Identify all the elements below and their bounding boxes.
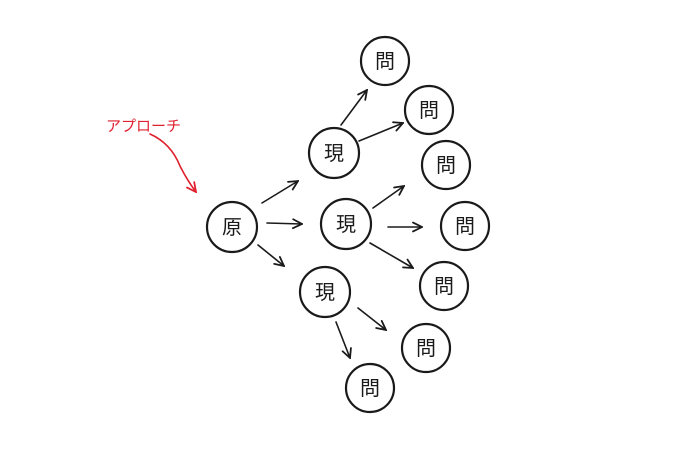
edge-current-bottom-problem-6 bbox=[357, 307, 386, 330]
node-problem-1: 問 bbox=[359, 35, 411, 87]
node-problem-5-label: 問 bbox=[434, 274, 454, 298]
node-current-mid: 現 bbox=[319, 197, 373, 251]
edge-origin-current-top bbox=[261, 181, 298, 204]
node-problem-4: 問 bbox=[439, 200, 491, 252]
edge-origin-current-mid bbox=[266, 223, 302, 224]
node-current-mid-label: 現 bbox=[336, 212, 356, 236]
edge-current-mid-problem-3 bbox=[372, 186, 404, 209]
node-problem-7: 問 bbox=[344, 362, 396, 414]
node-problem-5: 問 bbox=[418, 260, 470, 312]
node-problem-7-label: 問 bbox=[360, 376, 380, 400]
edge-origin-current-bottom bbox=[257, 244, 284, 266]
node-current-top-label: 現 bbox=[324, 141, 344, 165]
edges-current-bottom bbox=[335, 307, 386, 358]
edges-origin bbox=[257, 181, 302, 266]
node-problem-2: 問 bbox=[403, 84, 455, 136]
node-problem-1-label: 問 bbox=[375, 49, 395, 73]
approach-label: アプローチ bbox=[106, 117, 181, 135]
edge-current-top-problem-2 bbox=[358, 123, 403, 142]
node-problem-6: 問 bbox=[400, 322, 452, 374]
node-current-bottom: 現 bbox=[298, 265, 352, 319]
edge-current-mid-problem-5 bbox=[369, 242, 413, 268]
node-origin: 原 bbox=[205, 200, 259, 254]
edge-current-bottom-problem-7 bbox=[335, 321, 350, 358]
node-current-top: 現 bbox=[307, 126, 361, 180]
node-current-bottom-label: 現 bbox=[315, 280, 335, 304]
node-problem-3: 問 bbox=[420, 139, 472, 191]
approach-arrow bbox=[149, 133, 196, 192]
edge-current-top-problem-1 bbox=[340, 90, 367, 126]
approach-annotation: アプローチ bbox=[106, 117, 196, 192]
node-problem-2-label: 問 bbox=[419, 98, 439, 122]
node-origin-label: 原 bbox=[222, 215, 242, 239]
edges-current-top bbox=[340, 90, 403, 142]
node-problem-6-label: 問 bbox=[416, 336, 436, 360]
node-problem-4-label: 問 bbox=[455, 214, 475, 238]
edges-current-mid bbox=[369, 186, 422, 268]
node-problem-3-label: 問 bbox=[436, 153, 456, 177]
